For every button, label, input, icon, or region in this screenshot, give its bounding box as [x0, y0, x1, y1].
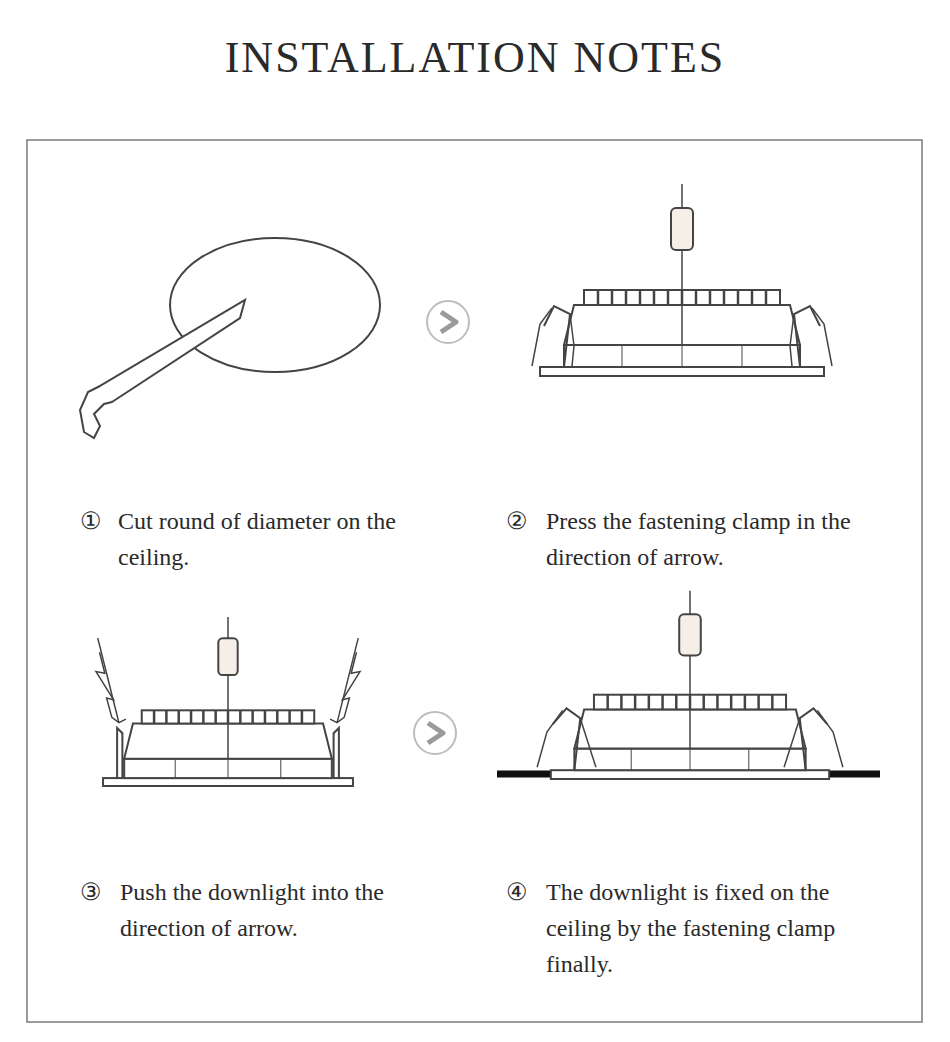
body-seam — [682, 345, 683, 367]
heatsink-fin — [202, 710, 205, 723]
heatsink-fin — [702, 695, 705, 710]
fastening-clamp — [544, 306, 570, 367]
lamp-body — [124, 759, 332, 778]
callout-number: ④ — [506, 874, 540, 910]
heatsink-fin — [301, 710, 304, 723]
heatsink-fin — [634, 695, 637, 710]
panel-frame — [27, 140, 922, 1022]
next-step-arrow — [414, 712, 456, 754]
downlight — [537, 591, 843, 779]
fastening-clamp — [794, 306, 820, 367]
callout-number: ① — [80, 503, 114, 539]
heatsink-fin — [661, 695, 664, 710]
clamp-spring — [812, 308, 832, 366]
clamp-arm — [580, 718, 596, 767]
lamp-body — [574, 749, 805, 771]
flange — [540, 367, 824, 376]
body-seam — [631, 749, 632, 771]
heatsink-fin — [177, 710, 180, 723]
driver — [679, 614, 701, 655]
heatsink-fin — [639, 290, 642, 305]
heatsink-fin — [737, 290, 740, 305]
next-step-arrow — [427, 301, 469, 343]
heatsink-fin — [276, 710, 279, 723]
heatsink-fin — [165, 710, 168, 723]
page-title: INSTALLATION NOTES — [0, 30, 950, 86]
body-seam — [175, 759, 176, 778]
driver — [671, 208, 693, 250]
heatsink-fin — [611, 290, 614, 305]
heatsink-fin — [214, 710, 217, 723]
heatsink-fin — [606, 695, 609, 710]
heatsink-fin — [667, 290, 670, 305]
heatsink-fin — [648, 695, 651, 710]
heatsink-fin — [757, 695, 760, 710]
heatsink-fin — [288, 710, 291, 723]
clamp-arrow — [96, 652, 126, 722]
body-seam — [622, 345, 623, 367]
heatsink-fin — [744, 695, 747, 710]
body-seam — [742, 345, 743, 367]
heatsink-fin — [723, 290, 726, 305]
driver — [218, 638, 237, 675]
fastening-clamp — [334, 728, 339, 778]
body-seam — [690, 749, 691, 771]
heatsink-fin — [153, 710, 156, 723]
heatsink-fin — [264, 710, 267, 723]
downlight — [96, 617, 360, 786]
clamp-arrow — [330, 652, 360, 722]
step-caption: The downlight is fixed on the ceiling by… — [546, 874, 896, 982]
callout-number: ② — [506, 503, 540, 539]
step-caption: Cut round of diameter on the ceiling. — [118, 503, 418, 575]
clamp-spring — [817, 710, 842, 767]
step-caption: Press the fastening clamp in the directi… — [546, 503, 886, 575]
downlight — [532, 184, 832, 376]
flange — [103, 778, 353, 786]
heatsink-fin — [730, 695, 733, 710]
next-step-chevron — [441, 312, 456, 332]
installation-drawings — [80, 184, 880, 786]
heatsink-fin — [597, 290, 600, 305]
heatsink-fin — [620, 695, 623, 710]
heatsink-fin — [709, 290, 712, 305]
cut-circle — [170, 238, 380, 372]
body-seam — [228, 759, 229, 778]
heatsink-fin — [765, 290, 768, 305]
step-caption: Push the downlight into the direction of… — [120, 874, 440, 946]
body-seam — [280, 759, 281, 778]
knife-blade — [96, 300, 245, 402]
heatsink-fin — [771, 695, 774, 710]
heatsink-fin — [239, 710, 242, 723]
heatsink-fin — [190, 710, 193, 723]
clamp-arm — [784, 718, 800, 767]
heatsink-fin — [625, 290, 628, 305]
heatsink-fin — [751, 290, 754, 305]
lamp-body — [564, 345, 800, 367]
heatsink-fin — [695, 290, 698, 305]
fastening-clamp — [117, 728, 122, 778]
flange — [551, 770, 829, 779]
body-seam — [748, 749, 749, 771]
clamp-arm — [790, 314, 794, 366]
heatsink-fin — [716, 695, 719, 710]
knife-handle — [80, 386, 112, 438]
heatsink-fin — [675, 695, 678, 710]
heatsink-fin — [653, 290, 656, 305]
heatsink-fin — [251, 710, 254, 723]
clamp-arm — [570, 314, 574, 366]
next-step-chevron — [428, 723, 443, 743]
clamp-spring — [537, 710, 562, 767]
clamp-spring — [532, 308, 552, 366]
callout-number: ③ — [80, 874, 114, 910]
